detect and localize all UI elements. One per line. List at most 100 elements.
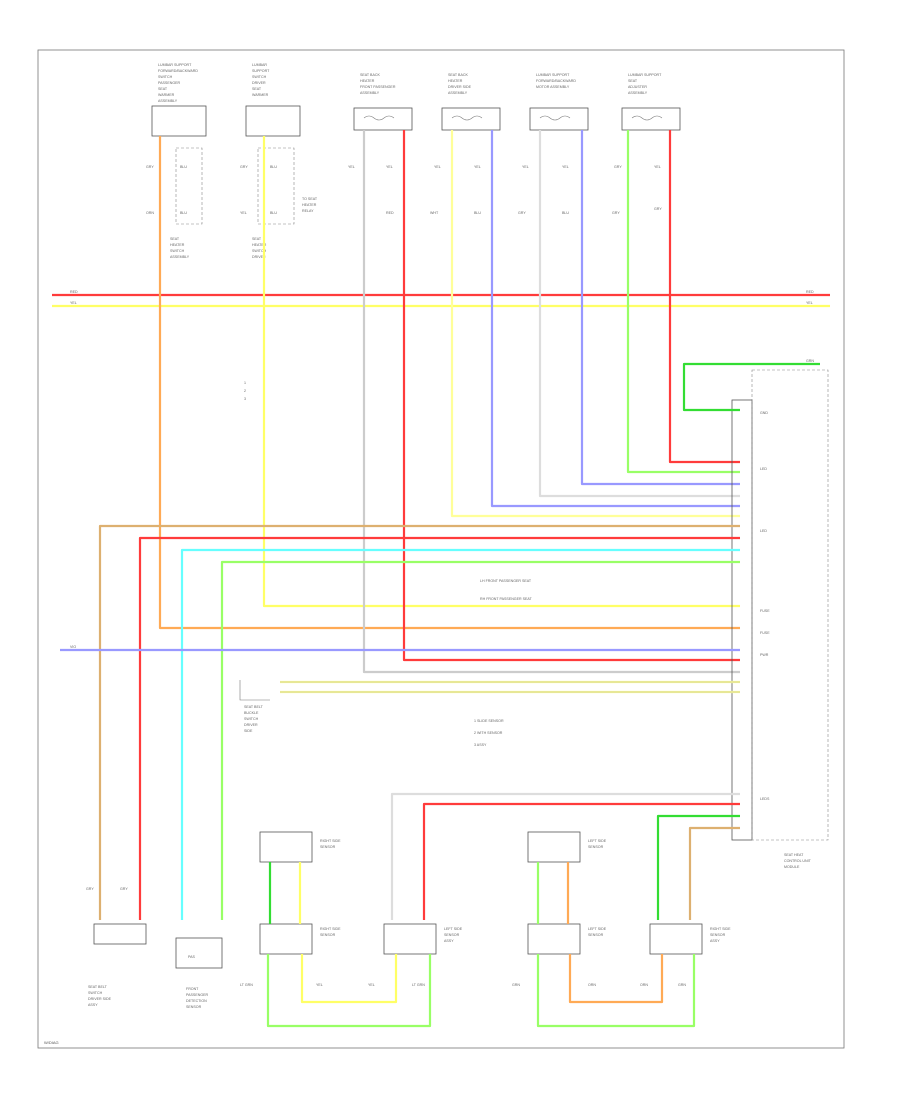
svg-text:ASSY: ASSY xyxy=(444,939,454,943)
svg-text:YEL: YEL xyxy=(368,983,375,987)
svg-text:HEATER: HEATER xyxy=(252,243,267,247)
svg-text:ASSEMBLY: ASSEMBLY xyxy=(158,99,178,103)
svg-text:MOTOR ASSEMBLY: MOTOR ASSEMBLY xyxy=(536,85,570,89)
diagram-frame xyxy=(37,49,845,1049)
svg-text:YEL: YEL xyxy=(562,165,569,169)
svg-text:GRY: GRY xyxy=(614,165,622,169)
svg-text:ORN: ORN xyxy=(640,983,648,987)
power-bus: RED YEL RED YEL xyxy=(52,290,830,308)
svg-text:SEAT: SEAT xyxy=(158,87,168,91)
svg-text:SEAT: SEAT xyxy=(252,237,262,241)
svg-text:DRIVER: DRIVER xyxy=(244,723,258,727)
svg-text:YEL: YEL xyxy=(522,165,529,169)
svg-text:FRONT: FRONT xyxy=(186,987,199,991)
control-module-connector: GRN GND LED LED FUSE FUSE PWR LEDS SEAT … xyxy=(682,359,829,869)
svg-text:DRIVER: DRIVER xyxy=(252,81,266,85)
svg-text:RIGHT SIDE: RIGHT SIDE xyxy=(320,839,341,843)
svg-text:LT GRN: LT GRN xyxy=(412,983,425,987)
svg-text:TO SEAT: TO SEAT xyxy=(302,197,318,201)
svg-text:2 WITH SENSOR: 2 WITH SENSOR xyxy=(474,731,503,735)
svg-text:FRONT PASSENGER: FRONT PASSENGER xyxy=(360,85,396,89)
svg-text:SEAT: SEAT xyxy=(252,87,262,91)
vertical-wires xyxy=(158,130,740,674)
svg-text:1: 1 xyxy=(244,381,246,385)
svg-text:GRN: GRN xyxy=(512,983,520,987)
svg-text:GRY: GRY xyxy=(654,207,662,211)
svg-text:RED: RED xyxy=(806,290,814,294)
svg-text:GRY: GRY xyxy=(612,211,620,215)
svg-text:SWITCH: SWITCH xyxy=(170,249,185,253)
svg-text:PASSENGER: PASSENGER xyxy=(186,993,209,997)
svg-text:DRIVER SIDE: DRIVER SIDE xyxy=(88,997,112,1001)
svg-text:ASSEMBLY: ASSEMBLY xyxy=(448,91,468,95)
svg-text:SUPPORT: SUPPORT xyxy=(252,69,270,73)
svg-text:BUCKLE: BUCKLE xyxy=(244,711,259,715)
svg-text:LUMBAR SUPPORT: LUMBAR SUPPORT xyxy=(158,63,192,67)
svg-text:WARMER: WARMER xyxy=(158,93,175,97)
svg-text:HEATER: HEATER xyxy=(170,243,185,247)
svg-text:LT GRN: LT GRN xyxy=(240,983,253,987)
svg-text:SEAT: SEAT xyxy=(170,237,180,241)
svg-text:ORN: ORN xyxy=(588,983,596,987)
svg-text:GRN: GRN xyxy=(678,983,686,987)
svg-text:YEL: YEL xyxy=(654,165,661,169)
svg-text:LH FRONT PASSENGER SEAT: LH FRONT PASSENGER SEAT xyxy=(480,579,532,583)
svg-text:ASSEMBLY: ASSEMBLY xyxy=(360,91,380,95)
svg-text:FUSE: FUSE xyxy=(760,609,770,613)
svg-text:GRY: GRY xyxy=(86,887,94,891)
svg-text:BLU: BLU xyxy=(562,211,569,215)
svg-text:RELAY: RELAY xyxy=(302,209,314,213)
svg-text:SEAT BELT: SEAT BELT xyxy=(88,985,108,989)
svg-text:HEATER: HEATER xyxy=(448,79,463,83)
svg-text:SENSOR: SENSOR xyxy=(444,933,460,937)
svg-text:ASSY: ASSY xyxy=(710,939,720,943)
svg-text:SEAT BACK: SEAT BACK xyxy=(448,73,468,77)
svg-text:FORWARD/BACKWARD: FORWARD/BACKWARD xyxy=(536,79,576,83)
svg-text:3: 3 xyxy=(244,397,246,401)
svg-text:DRIVER SIDE: DRIVER SIDE xyxy=(448,85,472,89)
svg-text:ASSEMBLY: ASSEMBLY xyxy=(628,91,648,95)
svg-text:YEL: YEL xyxy=(316,983,323,987)
svg-text:SEAT HEAT: SEAT HEAT xyxy=(784,853,804,857)
svg-text:3 ASSY: 3 ASSY xyxy=(474,743,487,747)
svg-text:RIGHT SIDE: RIGHT SIDE xyxy=(320,927,341,931)
svg-text:LED: LED xyxy=(760,529,767,533)
svg-text:BLU: BLU xyxy=(270,165,277,169)
svg-text:YEL: YEL xyxy=(240,211,247,215)
harness-wires: VIO xyxy=(60,524,740,920)
svg-text:WARMER: WARMER xyxy=(252,93,269,97)
svg-text:SEAT BELT: SEAT BELT xyxy=(244,705,264,709)
svg-text:SWITCH: SWITCH xyxy=(88,991,103,995)
svg-text:FORWARD/BACKWARD: FORWARD/BACKWARD xyxy=(158,69,198,73)
svg-text:SWITCH: SWITCH xyxy=(252,75,267,79)
svg-text:SEAT BACK: SEAT BACK xyxy=(360,73,380,77)
svg-text:SWITCH: SWITCH xyxy=(252,249,267,253)
svg-text:PWR: PWR xyxy=(760,653,769,657)
top-components: LUMBAR SUPPORT FORWARD/BACKWARD SWITCH P… xyxy=(146,63,681,259)
svg-text:ASSY: ASSY xyxy=(88,1003,98,1007)
svg-text:PASSENGER: PASSENGER xyxy=(158,81,181,85)
diagram-notes: LH FRONT PASSENGER SEAT RH FRONT PASSENG… xyxy=(239,381,533,747)
svg-text:FUSE: FUSE xyxy=(760,631,770,635)
bottom-components: GRY GRY SEAT BELT SWITCH DRIVER SIDE ASS… xyxy=(86,831,731,1028)
svg-text:SENSOR: SENSOR xyxy=(186,1005,202,1009)
svg-text:SWITCH: SWITCH xyxy=(244,717,259,721)
svg-text:SENSOR: SENSOR xyxy=(320,933,336,937)
svg-text:BLU: BLU xyxy=(474,211,481,215)
svg-text:RED: RED xyxy=(386,211,394,215)
svg-text:LEFT SIDE: LEFT SIDE xyxy=(588,839,607,843)
svg-text:GRN: GRN xyxy=(806,359,814,363)
svg-text:DETECTION: DETECTION xyxy=(186,999,207,1003)
svg-text:VIO: VIO xyxy=(70,645,76,649)
svg-text:SENSOR: SENSOR xyxy=(710,933,726,937)
svg-text:YEL: YEL xyxy=(386,165,393,169)
svg-text:RIGHT SIDE: RIGHT SIDE xyxy=(710,927,731,931)
svg-text:BLU: BLU xyxy=(270,211,277,215)
svg-text:SWITCH: SWITCH xyxy=(158,75,173,79)
svg-text:YEL: YEL xyxy=(70,301,77,305)
svg-text:RH FRONT PASSENGER SEAT: RH FRONT PASSENGER SEAT xyxy=(480,597,533,601)
svg-text:DRIVER: DRIVER xyxy=(252,255,266,259)
svg-text:ADJUSTER: ADJUSTER xyxy=(628,85,647,89)
svg-text:GRY: GRY xyxy=(120,887,128,891)
